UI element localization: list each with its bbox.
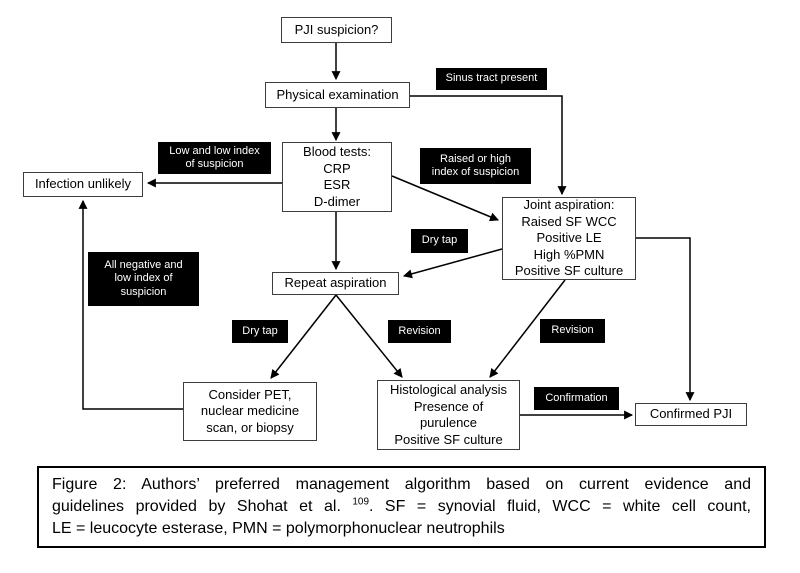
flow-node-physical-examination: Physical examination — [265, 82, 410, 108]
flow-node-repeat-aspiration: Repeat aspiration — [272, 272, 399, 295]
arrow-blood-to-joint — [391, 175, 499, 222]
caption-reference-superscript: 109 — [352, 496, 369, 508]
figure-caption: Figure 2: Authors’ preferred management … — [37, 466, 766, 548]
arrow-repeat-to-pet — [270, 294, 337, 379]
arrow-physical-to-joint — [410, 95, 567, 196]
arrow-joint-to-confirmed — [636, 237, 695, 402]
flow-node-infection-unlikely: Infection unlikely — [23, 172, 143, 197]
edge-label-revision-repeat: Revision — [388, 320, 451, 343]
edge-label-dry-tap-joint: Dry tap — [411, 229, 468, 253]
flow-node-joint-aspiration: Joint aspiration: Raised SF WCC Positive… — [502, 197, 636, 280]
flow-node-blood-tests: Blood tests: CRP ESR D-dimer — [282, 142, 392, 212]
edge-label-revision-joint: Revision — [540, 319, 605, 343]
arrow-joint-to-repeat — [402, 248, 503, 279]
edge-label-sinus-tract-present: Sinus tract present — [436, 68, 547, 90]
arrow-joint-to-histology — [489, 279, 566, 378]
flow-node-pji-suspicion: PJI suspicion? — [281, 17, 392, 43]
edge-label-low-and-low-index: Low and low index of suspicion — [158, 142, 271, 174]
edge-label-raised-or-high-index: Raised or high index of suspicion — [420, 148, 531, 184]
edge-label-dry-tap-repeat: Dry tap — [232, 320, 288, 343]
flow-node-consider-pet: Consider PET, nuclear medicine scan, or … — [183, 382, 317, 441]
flow-node-histological-analysis: Histological analysis Presence of purule… — [377, 380, 520, 450]
caption-line-2-text-after: . SF = synovial fluid, WCC = white cell … — [368, 498, 751, 515]
arrow-pet-to-infection-unlikely — [78, 199, 183, 410]
caption-line-2: guidelines provided by Shohat et al. 109… — [52, 496, 751, 518]
flow-node-confirmed-pji: Confirmed PJI — [635, 403, 747, 426]
edge-label-confirmation: Confirmation — [534, 387, 619, 410]
edge-label-all-negative-low-index: All negative and low index of suspicion — [88, 252, 199, 306]
caption-line-2-text: guidelines provided by Shohat et al. — [52, 498, 353, 515]
arrow-repeat-to-histology — [335, 294, 403, 378]
caption-line-1: Figure 2: Authors’ preferred management … — [52, 476, 751, 493]
caption-line-3: LE = leucocyte esterase, PMN = polymorph… — [52, 520, 505, 537]
